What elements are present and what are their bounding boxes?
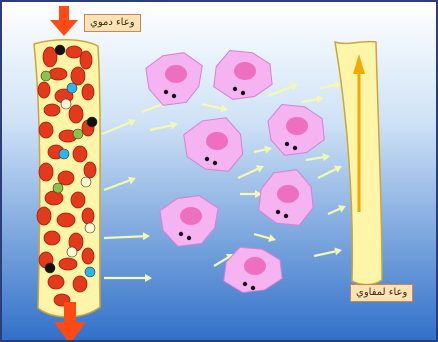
red-blood-cell xyxy=(39,163,53,181)
red-blood-cell xyxy=(82,208,94,224)
red-blood-cell xyxy=(48,275,64,289)
blood-particle xyxy=(41,71,51,81)
nucleus xyxy=(277,185,299,203)
red-blood-cell xyxy=(59,258,77,270)
red-blood-cell xyxy=(82,248,94,264)
blood-particle xyxy=(87,117,97,127)
red-blood-cell xyxy=(84,162,96,178)
nucleus xyxy=(206,132,228,150)
blood-particle xyxy=(81,177,91,187)
blood-particle xyxy=(45,263,55,273)
red-blood-cell xyxy=(82,84,94,100)
red-blood-cell xyxy=(44,231,60,245)
red-blood-cell xyxy=(57,213,75,227)
red-blood-cell xyxy=(69,105,83,123)
blood-particle xyxy=(73,129,83,139)
nucleus xyxy=(165,65,187,83)
red-blood-cell xyxy=(44,104,60,116)
blood-particle xyxy=(53,183,63,193)
lymph-vessel-label: وعاء لمفاوي xyxy=(350,284,413,302)
red-blood-cell xyxy=(71,67,85,85)
red-blood-cell xyxy=(38,82,50,98)
blood-particle xyxy=(67,83,77,93)
red-blood-cell xyxy=(49,68,67,80)
red-blood-cell xyxy=(58,171,74,185)
blood-particle xyxy=(55,45,65,55)
blood-particle xyxy=(85,267,95,277)
red-blood-cell xyxy=(73,276,87,292)
blood-particle xyxy=(61,99,71,109)
blood-particle xyxy=(85,223,95,233)
blood-vessel-label: وعاء دموي xyxy=(84,14,141,32)
red-blood-cell xyxy=(71,192,85,208)
red-blood-cell xyxy=(45,191,63,205)
nucleus xyxy=(234,62,256,80)
blood-particle xyxy=(59,149,69,159)
red-blood-cell xyxy=(37,207,51,225)
nucleus xyxy=(286,117,308,135)
blood-vessel xyxy=(34,40,100,317)
red-blood-cell xyxy=(39,122,53,138)
blood-particle xyxy=(67,247,77,257)
nucleus xyxy=(244,257,266,275)
red-blood-cell xyxy=(73,146,87,162)
red-blood-cell xyxy=(66,46,82,58)
nucleus xyxy=(180,207,202,225)
red-blood-cell xyxy=(80,51,92,69)
